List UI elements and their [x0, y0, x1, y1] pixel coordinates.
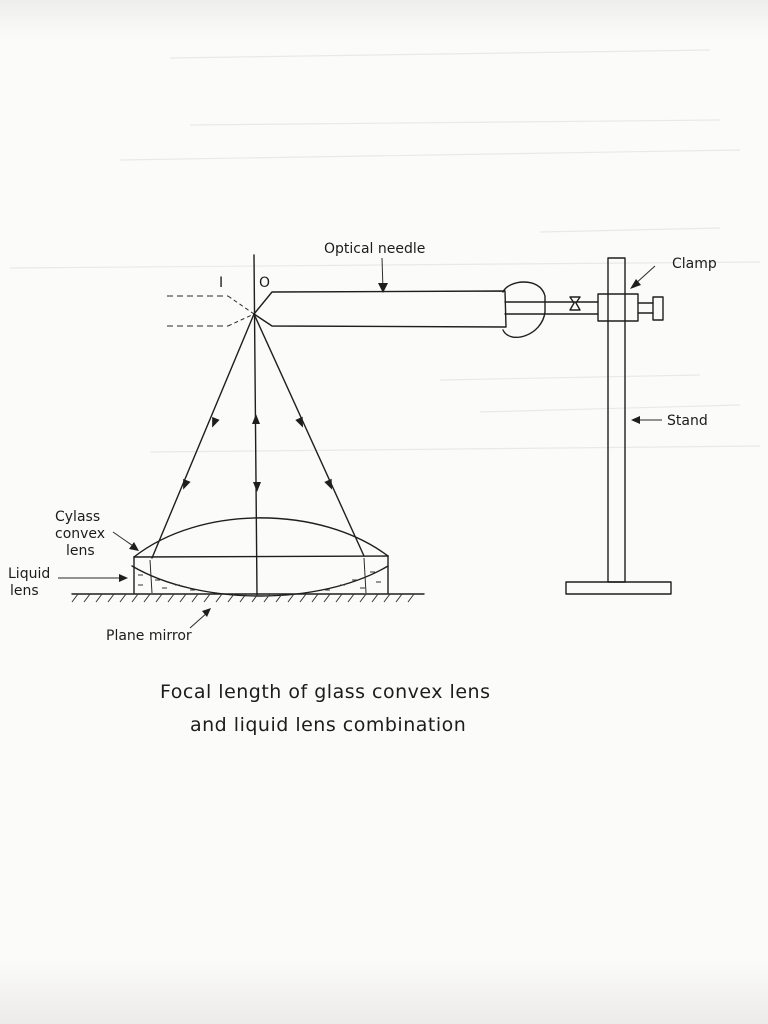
stand-label: Stand	[667, 413, 708, 429]
plane-mirror-label: Plane mirror	[106, 628, 192, 644]
clamp-label: Clamp	[672, 256, 717, 272]
glass-lens-label-line2: convex	[55, 526, 105, 542]
optical-needle	[253, 290, 507, 328]
liquid-lens-label-line2: lens	[10, 583, 39, 599]
caption-line1: Focal length of glass convex lens	[160, 681, 490, 703]
principal-axis-line	[253, 254, 258, 596]
clamp-block	[597, 293, 639, 322]
image-marker: I	[219, 275, 223, 291]
needle-image-dashed	[167, 295, 255, 327]
glass-convex-lens-bottom	[131, 565, 389, 597]
liquid-lens	[133, 555, 389, 594]
optical-needle-label: Optical needle	[324, 241, 425, 257]
liquid-lens-label-line1: Liquid	[8, 566, 50, 582]
retort-stand	[565, 257, 672, 595]
wing-nut	[569, 296, 581, 311]
light-rays	[151, 313, 365, 559]
needle-holder	[502, 281, 546, 339]
show-through-lines	[9, 49, 761, 453]
plane-mirror	[71, 593, 425, 603]
plane-mirror-pointer	[189, 611, 209, 629]
caption-line2: and liquid lens combination	[190, 714, 466, 736]
glass-lens-label-line1: Cylass	[55, 509, 100, 525]
glass-lens-label-line3: lens	[66, 543, 95, 559]
object-marker: O	[259, 275, 270, 291]
clamp-screw	[652, 296, 664, 321]
glass-convex-lens-top	[133, 517, 389, 558]
